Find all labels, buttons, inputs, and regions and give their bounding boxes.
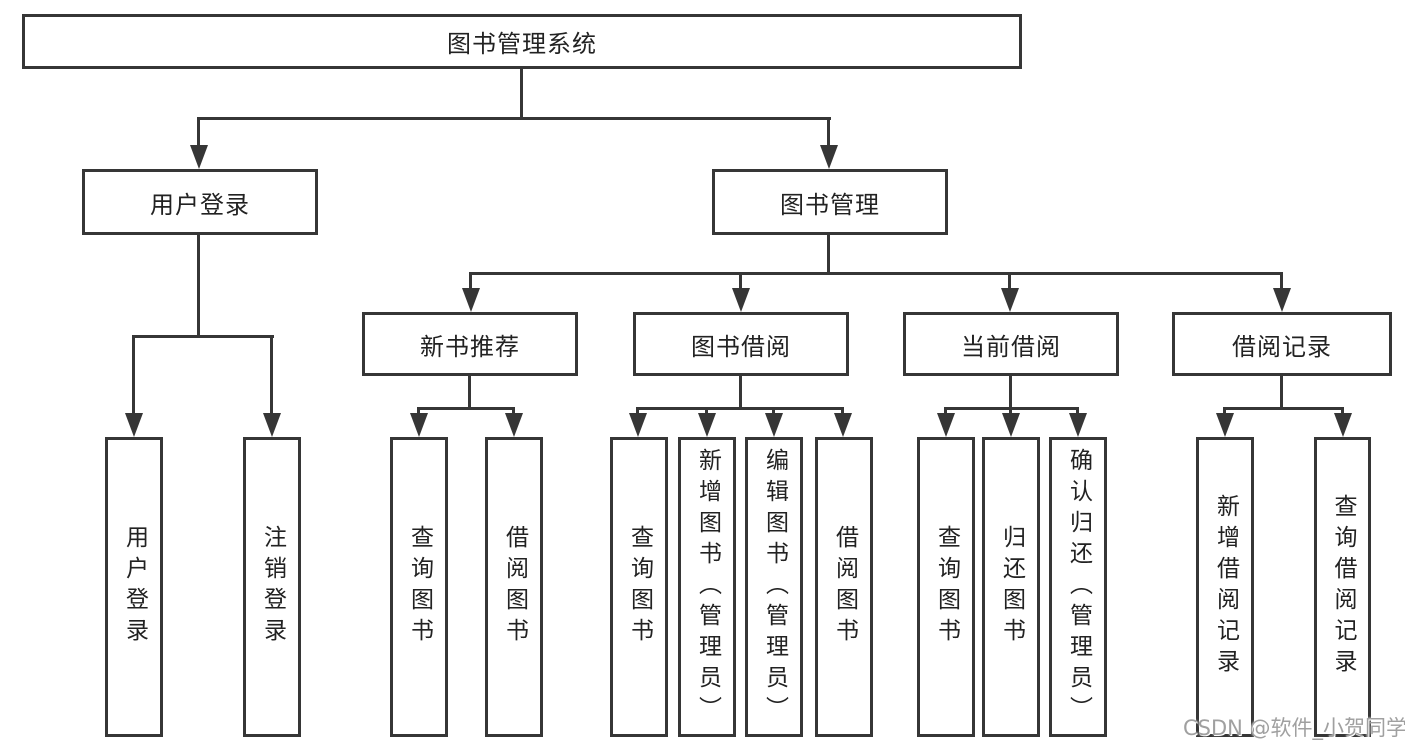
arrow-to-br-leaf-1 xyxy=(629,413,647,437)
connector-drop-login-leaf-2 xyxy=(270,335,273,417)
connector-level2-hbar xyxy=(471,272,1283,275)
leaf-br-add-books-admin-label: 新增图书（管理员） xyxy=(694,447,721,727)
connector-records-stub xyxy=(1280,376,1283,407)
leaf-br-edit-books-admin: 编辑图书（管理员） xyxy=(745,437,803,737)
arrow-to-nb-leaf-1 xyxy=(410,413,428,437)
node-new-books-label: 新书推荐 xyxy=(420,332,520,361)
arrow-to-br-leaf-4 xyxy=(834,413,852,437)
node-records: 借阅记录 xyxy=(1172,312,1392,376)
csdn-watermark: CSDN @软件_小贺同学 xyxy=(1183,716,1405,740)
leaf-nb-borrow-books: 借阅图书 xyxy=(485,437,543,737)
arrow-to-book-mgmt xyxy=(820,145,838,169)
arrow-to-br-leaf-3 xyxy=(765,413,783,437)
node-current-label: 当前借阅 xyxy=(961,332,1061,361)
connector-user-login-stub xyxy=(197,235,200,335)
arrow-to-re-leaf-1 xyxy=(1216,413,1234,437)
leaf-user-login-label: 用户登录 xyxy=(121,525,148,649)
node-user-login-label: 用户登录 xyxy=(150,190,250,219)
leaf-cu-query-books-label: 查询图书 xyxy=(933,525,960,649)
leaf-logout-label: 注销登录 xyxy=(259,525,286,649)
leaf-re-query-record-label: 查询借阅记录 xyxy=(1330,494,1356,680)
connector-drop-book-mgmt xyxy=(827,117,830,149)
leaf-re-add-record-label: 新增借阅记录 xyxy=(1212,494,1239,680)
arrow-to-current xyxy=(1001,288,1019,312)
leaf-br-query-books-label: 查询图书 xyxy=(626,525,653,649)
connector-drop-new-books xyxy=(469,272,472,293)
arrow-to-user-login xyxy=(190,145,208,169)
leaf-cu-return-books-label: 归还图书 xyxy=(998,525,1025,649)
leaf-nb-query-books: 查询图书 xyxy=(390,437,448,737)
connector-drop-current xyxy=(1008,272,1011,293)
arrow-to-new-books xyxy=(462,288,480,312)
node-new-books: 新书推荐 xyxy=(362,312,578,376)
arrow-to-br-leaf-2 xyxy=(698,413,716,437)
leaf-cu-confirm-return-admin-label: 确认归还（管理员） xyxy=(1065,447,1092,727)
leaf-user-login: 用户登录 xyxy=(105,437,163,737)
connector-root-stub xyxy=(520,69,523,117)
connector-new-books-stub xyxy=(468,376,471,407)
connector-drop-login-leaf-1 xyxy=(132,335,135,417)
leaf-cu-return-books: 归还图书 xyxy=(982,437,1040,737)
arrow-to-cu-leaf-3 xyxy=(1069,413,1087,437)
node-book-mgmt-label: 图书管理 xyxy=(780,190,880,219)
connector-drop-records xyxy=(1280,272,1283,293)
node-root-label: 图书管理系统 xyxy=(447,30,597,58)
node-book-mgmt: 图书管理 xyxy=(712,169,948,235)
node-borrow: 图书借阅 xyxy=(633,312,849,376)
leaf-cu-query-books: 查询图书 xyxy=(917,437,975,737)
leaf-nb-borrow-books-label: 借阅图书 xyxy=(501,525,528,649)
arrow-to-cu-leaf-2 xyxy=(1002,413,1020,437)
connector-borrow-hbar xyxy=(637,407,844,410)
node-borrow-label: 图书借阅 xyxy=(691,332,791,361)
connector-level1-hbar xyxy=(199,117,831,120)
leaf-logout: 注销登录 xyxy=(243,437,301,737)
arrow-to-borrow xyxy=(732,288,750,312)
connector-book-mgmt-stub xyxy=(827,235,830,275)
leaf-br-query-books: 查询图书 xyxy=(610,437,668,737)
connector-borrow-stub xyxy=(739,376,742,407)
node-user-login: 用户登录 xyxy=(82,169,318,235)
leaf-br-borrow-books-label: 借阅图书 xyxy=(831,525,858,649)
node-records-label: 借阅记录 xyxy=(1232,332,1332,361)
connector-current-hbar xyxy=(946,407,1079,410)
connector-drop-borrow xyxy=(739,272,742,293)
arrow-to-nb-leaf-2 xyxy=(505,413,523,437)
leaf-br-edit-books-admin-label: 编辑图书（管理员） xyxy=(761,447,788,727)
arrow-to-login-leaf-1 xyxy=(125,413,143,437)
leaf-re-query-record: 查询借阅记录 xyxy=(1314,437,1371,737)
leaf-re-add-record: 新增借阅记录 xyxy=(1196,437,1254,737)
leaf-nb-query-books-label: 查询图书 xyxy=(406,525,433,649)
node-root: 图书管理系统 xyxy=(22,14,1022,69)
leaf-br-borrow-books: 借阅图书 xyxy=(815,437,873,737)
connector-user-login-hbar xyxy=(134,335,274,338)
connector-drop-user-login xyxy=(197,117,200,149)
connector-new-books-hbar xyxy=(419,407,515,410)
node-current: 当前借阅 xyxy=(903,312,1119,376)
arrow-to-re-leaf-2 xyxy=(1334,413,1352,437)
connector-records-hbar xyxy=(1225,407,1343,410)
arrow-to-cu-leaf-1 xyxy=(937,413,955,437)
arrow-to-login-leaf-2 xyxy=(263,413,281,437)
leaf-cu-confirm-return-admin: 确认归还（管理员） xyxy=(1049,437,1107,737)
leaf-br-add-books-admin: 新增图书（管理员） xyxy=(678,437,736,737)
arrow-to-records xyxy=(1273,288,1291,312)
connector-current-stub xyxy=(1009,376,1012,407)
